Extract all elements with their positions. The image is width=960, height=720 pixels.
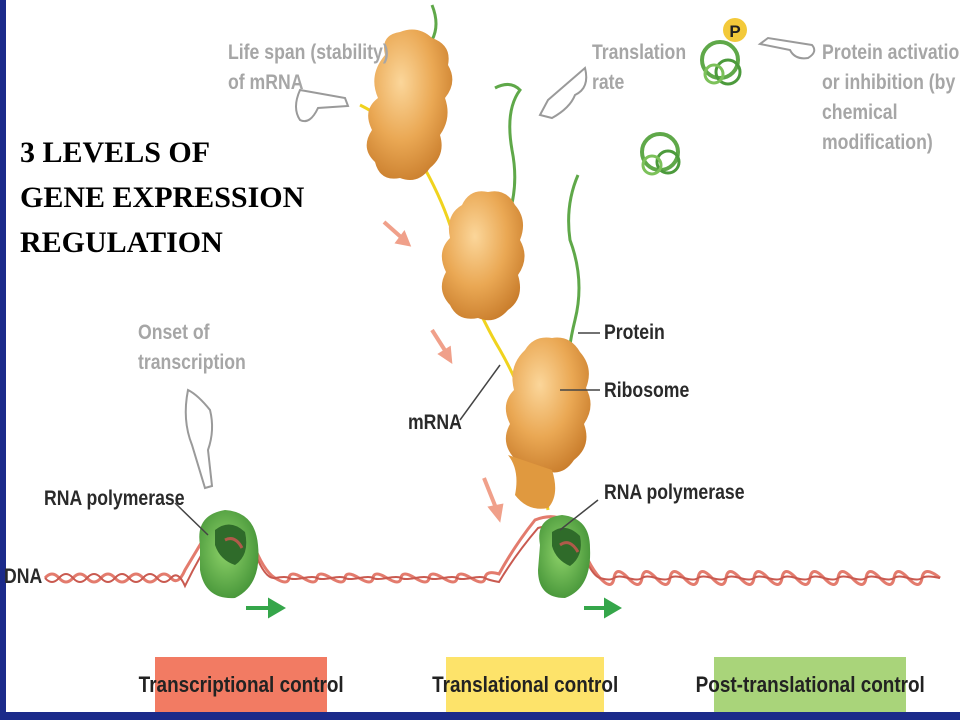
label-protein-activation: Protein activation or inhibition (by che… (822, 41, 960, 154)
svg-text:P: P (729, 22, 740, 41)
direction-arrows (246, 597, 622, 619)
post-translational-control-box: Post-translational control (695, 657, 925, 713)
pointing-hand-mrna-icon (295, 88, 350, 123)
label-ribosome: Ribosome (604, 379, 690, 402)
title-line-2: GENE EXPRESSION (20, 181, 305, 214)
translational-control-label: Translational control (431, 672, 619, 697)
transcriptional-control-box: Transcriptional control (138, 657, 344, 713)
post-translational-control-label: Post-translational control (695, 672, 925, 697)
slide-frame-bottom (0, 712, 960, 720)
folded-protein-middle (640, 132, 681, 176)
label-rna-polymerase-left: RNA polymerase (44, 487, 185, 510)
label-rna-polymerase-right: RNA polymerase (604, 481, 745, 504)
label-translation-rate: Translation rate (592, 41, 687, 94)
label-protein: Protein (604, 321, 665, 344)
protein-chain-middle (494, 83, 522, 226)
folded-protein-top (700, 40, 742, 86)
ribosome-bottom (505, 337, 591, 509)
pointing-hand-translation-icon (538, 66, 588, 120)
protein-chain-top (430, 4, 438, 41)
phosphate-badge: P (723, 18, 747, 42)
rna-polymerase-right (538, 515, 591, 598)
rna-polymerase-left (199, 510, 259, 599)
slide-frame-left (0, 0, 6, 720)
slide-title: 3 LEVELS OF GENE EXPRESSION REGULATION (20, 130, 304, 265)
flow-arrows (382, 220, 504, 523)
pointing-hand-protein-icon (757, 36, 816, 60)
label-onset-of-transcription: Onset of transcription (138, 321, 246, 374)
ribosome-top (366, 29, 453, 181)
label-mrna-lifespan: Life span (stability) of mRNA (228, 41, 389, 94)
label-mrna: mRNA (408, 411, 462, 434)
pointing-hand-onset-icon (184, 388, 214, 490)
dna-strand (43, 515, 941, 589)
title-line-1: 3 LEVELS OF (20, 136, 211, 169)
title-line-3: REGULATION (20, 226, 223, 259)
transcriptional-control-label: Transcriptional control (138, 672, 344, 697)
label-dna: DNA (4, 565, 43, 588)
translational-control-box: Translational control (432, 657, 618, 713)
ribosome-middle (441, 191, 525, 321)
leader-lines (174, 332, 600, 536)
